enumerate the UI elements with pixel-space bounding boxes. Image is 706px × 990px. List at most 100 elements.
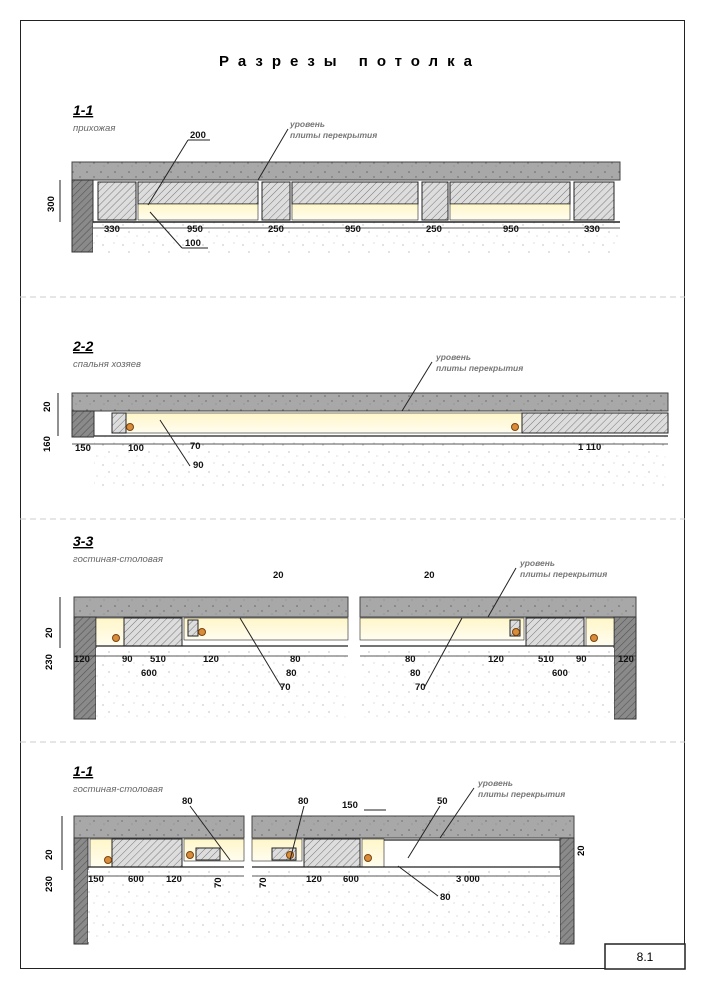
dim-600: 600 (552, 668, 568, 679)
ceiling-slab (359, 596, 637, 618)
room-space (252, 870, 560, 942)
section-2-2-master-bedroom: 2-2 спальня хозяев уровень плиты перекры… (42, 338, 669, 486)
led-strip-icon (512, 628, 520, 636)
ceiling-slab (73, 815, 245, 839)
leader-line (407, 805, 441, 859)
drawing-frame (20, 20, 685, 969)
light-niche (585, 617, 615, 647)
dim-150: 150 (342, 800, 358, 811)
dim-20: 20 (424, 570, 435, 581)
dim-80: 80 (410, 668, 421, 679)
leader-line (487, 567, 517, 618)
light-niche (111, 412, 523, 434)
dim-90: 90 (193, 460, 204, 471)
dim-row: 120 (74, 654, 90, 665)
led-strip-icon (186, 851, 194, 859)
led-strip-icon (126, 423, 134, 431)
dim-row: 90 (576, 654, 587, 665)
led-strip-icon (198, 628, 206, 636)
slab-note-2: плиты перекрытия (478, 789, 565, 799)
drywall-box (123, 617, 183, 647)
room-space (360, 648, 614, 720)
dim-row: 120 (488, 654, 504, 665)
light-niche (183, 617, 349, 641)
section-1-1-hallway: 1-1 прихожая 200 уровень плиты перекрыти… (46, 102, 621, 254)
section-number: 3-3 (73, 533, 93, 549)
led-strip-icon (364, 854, 372, 862)
drywall-box (421, 181, 449, 221)
dim-70: 70 (415, 682, 426, 693)
slab-note-2: плиты перекрытия (520, 569, 607, 579)
drywall-box (509, 619, 521, 637)
drywall-box (111, 412, 127, 434)
drywall-box (525, 617, 585, 647)
dim-70: 70 (190, 441, 201, 452)
leader-line (439, 787, 475, 839)
leader-line (147, 139, 189, 206)
wall (73, 837, 89, 945)
wall (71, 410, 95, 438)
light-niche (449, 203, 571, 221)
led-strip-icon (286, 851, 294, 859)
drywall-box (573, 181, 615, 221)
wall (73, 616, 97, 720)
dim-20: 20 (42, 401, 53, 412)
section-number: 1-1 (73, 763, 93, 779)
dim-300: 300 (46, 196, 57, 212)
dim-row: 70 (258, 877, 269, 888)
dim-150: 150 (75, 443, 91, 454)
room-space (88, 870, 244, 942)
leader-line (423, 617, 463, 689)
leader-line (257, 128, 289, 181)
light-niche (137, 203, 259, 221)
dim-20: 20 (44, 849, 55, 860)
dim-80: 80 (440, 892, 451, 903)
dim-row: 120 (203, 654, 219, 665)
dim-20: 20 (44, 627, 55, 638)
wall (613, 616, 637, 720)
dim-row: 120 (306, 874, 322, 885)
dim-row: 950 (187, 224, 203, 235)
ceiling-slab (73, 596, 349, 618)
led-strip-icon (590, 634, 598, 642)
dim-20: 20 (273, 570, 284, 581)
light-niche (291, 203, 419, 221)
drywall-box (261, 181, 291, 221)
drywall-box (111, 838, 183, 868)
slab-note-2: плиты перекрытия (436, 363, 523, 373)
leader-line (401, 361, 433, 412)
wall (559, 837, 575, 945)
section-room: гостиная-столовая (73, 784, 163, 795)
led-strip-icon (112, 634, 120, 642)
leader-line (239, 617, 283, 689)
leader-line (397, 865, 439, 897)
drywall-box (97, 181, 137, 221)
dim-row: 150 (88, 874, 104, 885)
dim-row: 330 (104, 224, 120, 235)
ceiling-slab (71, 392, 669, 412)
drywall-box (291, 181, 419, 205)
sheet-number: 8.1 (637, 950, 654, 964)
dim-row: 950 (503, 224, 519, 235)
light-niche (95, 617, 125, 647)
dim-row: 950 (345, 224, 361, 235)
dim-70: 70 (280, 682, 291, 693)
led-strip-icon (511, 423, 519, 431)
dim-row: 600 (128, 874, 144, 885)
room-space (93, 222, 620, 254)
dim-3000: 3 000 (456, 874, 480, 885)
section-room: спальня хозяев (73, 359, 141, 370)
section-number: 1-1 (73, 102, 93, 118)
light-niche (359, 617, 525, 641)
light-niche (361, 838, 385, 868)
leader-line (189, 805, 231, 861)
dim-row: 330 (584, 224, 600, 235)
drywall-box (303, 838, 361, 868)
section-number: 2-2 (72, 338, 93, 354)
section-room: прихожая (73, 123, 115, 134)
dim-160: 160 (42, 436, 53, 452)
slab-note-1: уровень (289, 119, 325, 129)
ceiling-slab (71, 161, 621, 181)
sheet-number-box (604, 943, 686, 970)
drywall-box (521, 412, 669, 434)
